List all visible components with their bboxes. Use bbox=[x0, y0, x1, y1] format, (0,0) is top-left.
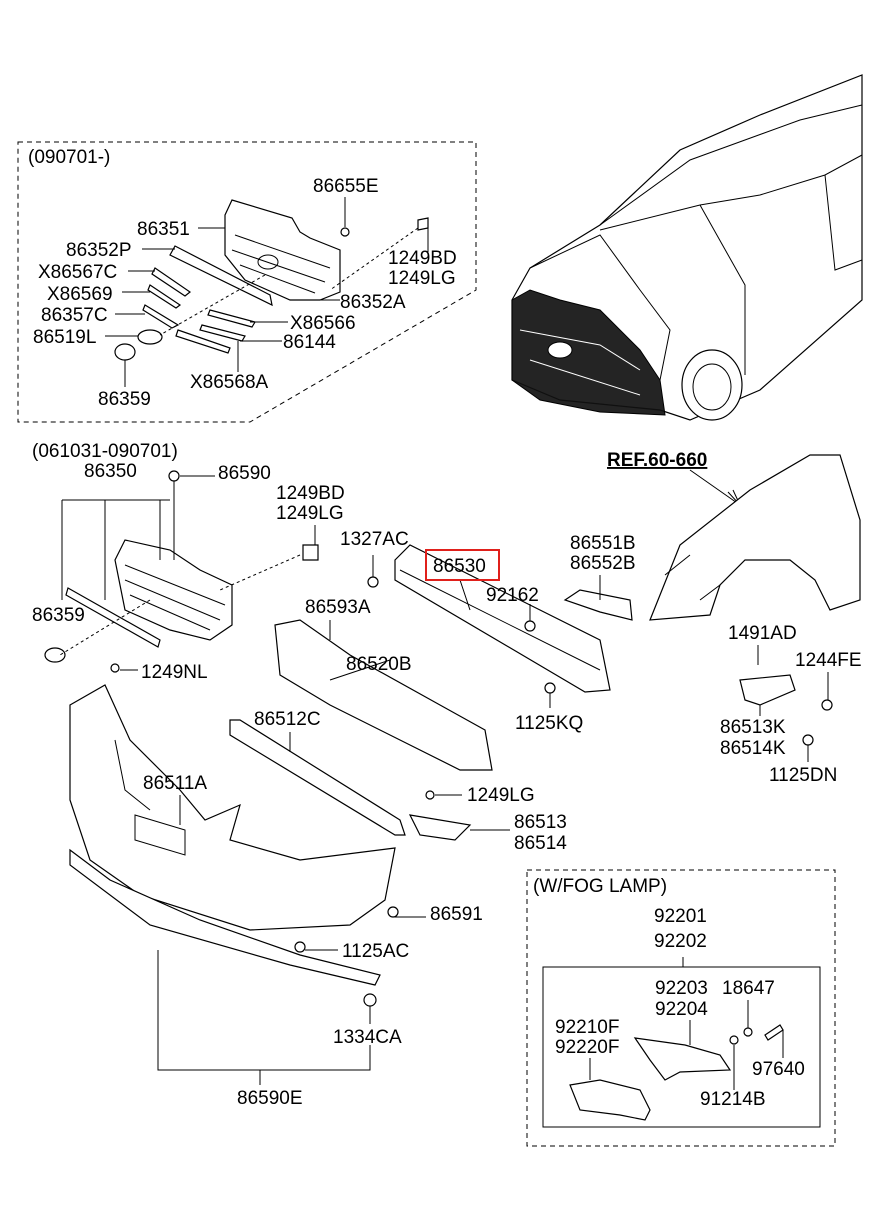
part-label: 1249LG bbox=[276, 503, 344, 524]
group-label-090701: (090701-) bbox=[28, 147, 110, 168]
part-label: 1125KQ bbox=[515, 713, 583, 734]
part-label: 86519L bbox=[33, 327, 96, 348]
part-label: 97640 bbox=[752, 1059, 805, 1080]
part-label: 92204 bbox=[655, 999, 708, 1020]
part-label: X86566 bbox=[290, 313, 356, 334]
part-label: 86552B bbox=[570, 553, 636, 574]
part-label: 86357C bbox=[41, 305, 108, 326]
part-label: 18647 bbox=[722, 978, 775, 999]
part-label: 86352P bbox=[66, 240, 132, 261]
part-label: X86568A bbox=[190, 372, 269, 393]
part-label: 86352A bbox=[340, 292, 406, 313]
part-label: 1491AD bbox=[728, 623, 797, 644]
part-label: 1125DN bbox=[769, 765, 837, 786]
part-label: 86551B bbox=[570, 533, 636, 554]
reference-arrow bbox=[689, 469, 741, 506]
part-label: 1125AC bbox=[342, 941, 409, 962]
part-label-highlighted[interactable]: 86530 bbox=[433, 556, 486, 577]
highlight-box-86530[interactable] bbox=[425, 549, 500, 581]
reference-link[interactable]: REF.60-660 bbox=[607, 450, 707, 471]
part-label: 86513K bbox=[720, 717, 786, 738]
part-label: 86144 bbox=[283, 332, 336, 353]
part-label: 92201 bbox=[654, 906, 707, 927]
fog-lamp-assembly-box bbox=[542, 966, 821, 1128]
leader-lines-middle bbox=[61, 475, 829, 1085]
parts-middle bbox=[44, 454, 861, 1007]
part-label: 86593A bbox=[305, 597, 371, 618]
part-label: 92210F bbox=[555, 1017, 619, 1038]
part-label: 1244FE bbox=[795, 650, 862, 671]
part-label: 92203 bbox=[655, 978, 708, 999]
part-label: 1327AC bbox=[340, 529, 409, 550]
part-label: 86590E bbox=[237, 1088, 303, 1109]
group-box-090701 bbox=[17, 141, 477, 423]
part-label: 1249NL bbox=[141, 662, 208, 683]
group-label-fog-lamp: (W/FOG LAMP) bbox=[533, 876, 667, 897]
part-label: 86514K bbox=[720, 738, 786, 759]
part-label: 86655E bbox=[313, 176, 379, 197]
part-label: 86591 bbox=[430, 904, 483, 925]
part-label: 1334CA bbox=[333, 1027, 402, 1048]
group-label-061031-090701: (061031-090701) bbox=[32, 441, 178, 462]
part-label: 86511A bbox=[143, 773, 207, 794]
part-label: X86569 bbox=[47, 284, 113, 305]
part-label: 86359 bbox=[98, 389, 151, 410]
part-label: 86513 bbox=[514, 812, 567, 833]
part-label: 1249BD bbox=[276, 483, 345, 504]
part-label: X86567C bbox=[38, 262, 117, 283]
grille-090701 bbox=[114, 199, 429, 361]
part-label: 86351 bbox=[137, 219, 190, 240]
part-label: 91214B bbox=[700, 1089, 766, 1110]
part-label: 1249LG bbox=[467, 785, 535, 806]
fog-lamp-parts bbox=[569, 957, 784, 1121]
part-label: 92202 bbox=[654, 931, 707, 952]
part-label: 86350 bbox=[84, 461, 137, 482]
part-label: 86590 bbox=[218, 463, 271, 484]
part-label: 1249LG bbox=[388, 268, 456, 289]
leader-lines-top bbox=[105, 197, 429, 387]
car-illustration bbox=[511, 74, 863, 421]
group-box-fog-lamp bbox=[526, 869, 836, 1147]
part-label: 1249BD bbox=[388, 248, 457, 269]
part-label: 92220F bbox=[555, 1037, 619, 1058]
part-label: 86520B bbox=[346, 654, 412, 675]
part-label: 86359 bbox=[32, 605, 85, 626]
part-label: 92162 bbox=[486, 585, 539, 606]
part-label: 86512C bbox=[254, 709, 321, 730]
part-label: 86514 bbox=[514, 833, 567, 854]
